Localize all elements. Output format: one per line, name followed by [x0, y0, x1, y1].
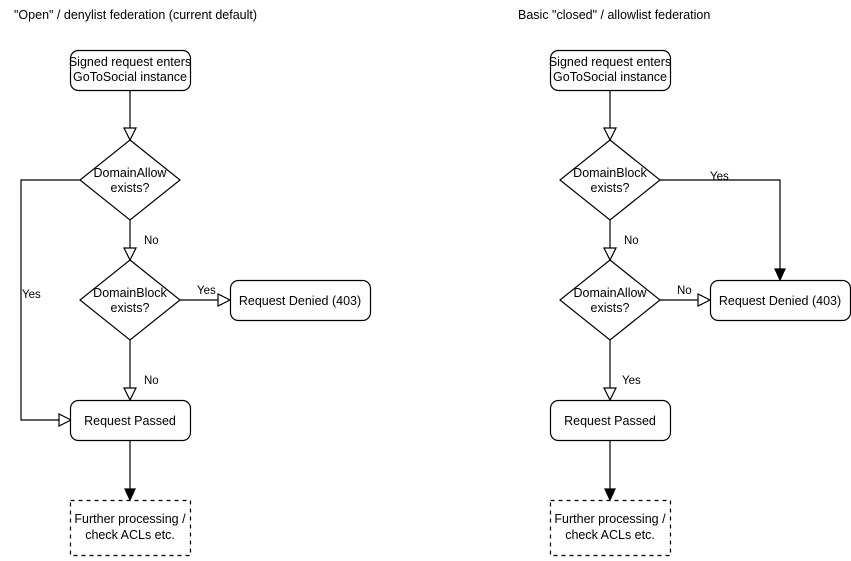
right-denied-label: Request Denied (403)	[719, 294, 841, 308]
left-label-no-allow: No	[144, 235, 159, 247]
right-further-box	[549, 499, 672, 557]
left-further-line1: Further processing /	[74, 512, 186, 526]
left-column-title: "Open" / denylist federation (current de…	[14, 8, 257, 22]
right-label-yes-block: Yes	[710, 171, 729, 183]
left-arrowhead-further	[124, 488, 136, 502]
left-arrowhead-passed	[123, 387, 137, 402]
left-passed-label: Request Passed	[84, 414, 176, 428]
left-denied-label: Request Denied (403)	[239, 294, 361, 308]
right-label-yes-allow: Yes	[622, 375, 641, 387]
right-arrowhead-denied-from-yes	[774, 268, 786, 282]
right-label-no-allow: No	[677, 285, 692, 297]
left-denied-box	[229, 279, 372, 322]
left-arrowhead-domainblock	[123, 247, 137, 262]
right-arrowhead-domainblock	[603, 127, 617, 142]
left-diamond-domainallow	[79, 139, 181, 221]
right-further-line1: Further processing /	[554, 512, 666, 526]
right-arrowhead-further	[604, 488, 616, 502]
right-diamond-domainblock	[559, 139, 661, 221]
left-arrowhead-domainallow	[123, 127, 137, 142]
left-further-line2: check ACLs etc.	[85, 528, 175, 542]
right-diamond1-line1: DomainBlock	[573, 166, 647, 180]
left-arrowhead-passed-from-yes	[58, 413, 73, 427]
left-label-no-block: No	[144, 375, 159, 387]
right-diamond-domainallow	[559, 259, 661, 341]
right-label-no-block: No	[624, 235, 639, 247]
right-diamond1-line2: exists?	[591, 181, 630, 195]
left-arrowhead-denied	[217, 293, 232, 307]
left-diamond-domainblock	[79, 259, 181, 341]
left-diamond2-line1: DomainBlock	[93, 286, 167, 300]
right-column-title: Basic "closed" / allowlist federation	[518, 8, 710, 22]
right-diamond2-line2: exists?	[591, 301, 630, 315]
right-arrowhead-denied	[697, 293, 712, 307]
right-further-line2: check ACLs etc.	[565, 528, 655, 542]
left-label-yes-allow: Yes	[22, 289, 41, 301]
right-diamond2-line1: DomainAllow	[574, 286, 648, 300]
right-arrowhead-passed	[603, 387, 617, 402]
left-edge-domainallow-yes	[20, 179, 80, 421]
left-further-box	[69, 499, 192, 557]
left-diamond1-line2: exists?	[111, 181, 150, 195]
left-label-yes-block: Yes	[197, 285, 216, 297]
right-edge-domainblock-yes	[660, 179, 781, 272]
right-start-line2: GoToSocial instance	[553, 70, 667, 84]
left-start-line1: Signed request enters	[69, 55, 191, 69]
left-diamond1-line1: DomainAllow	[94, 166, 168, 180]
right-passed-label: Request Passed	[564, 414, 656, 428]
right-start-line1: Signed request enters	[549, 55, 671, 69]
right-arrowhead-domainallow	[603, 247, 617, 262]
left-start-line2: GoToSocial instance	[73, 70, 187, 84]
left-diamond2-line2: exists?	[111, 301, 150, 315]
